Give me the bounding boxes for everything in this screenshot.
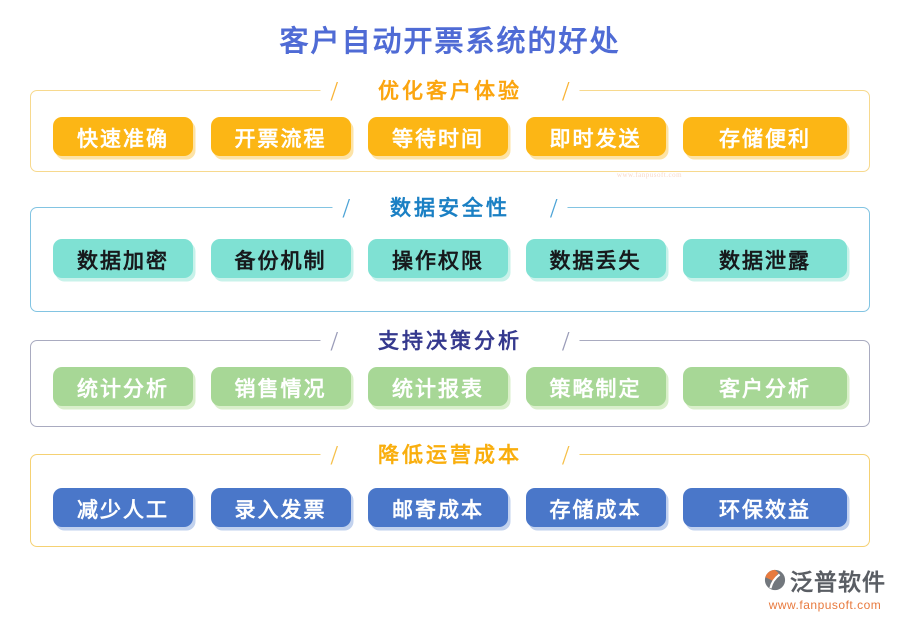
slash-right-decoration: / [550, 193, 558, 223]
benefit-button[interactable]: 存储便利 [683, 117, 847, 156]
sections-container: / 优化客户体验 / 快速准确 开票流程 等待时间 即时发送 存储便利 / 数据… [0, 75, 900, 547]
benefit-button[interactable]: 客户分析 [683, 367, 847, 406]
section-title: 数据安全性 [390, 196, 510, 220]
benefit-button[interactable]: 数据丢失 [525, 239, 666, 278]
slash-left-decoration: / [330, 326, 338, 356]
slash-left-decoration: / [342, 193, 350, 223]
slash-right-decoration: / [562, 326, 570, 356]
benefit-button[interactable]: 统计分析 [53, 367, 193, 406]
benefit-button[interactable]: 开票流程 [210, 117, 351, 156]
benefit-button[interactable]: 统计报表 [368, 367, 508, 406]
benefit-section-4: / 降低运营成本 / 减少人工 录入发票 邮寄成本 存储成本 环保效益 [30, 439, 870, 547]
section-title: 支持决策分析 [378, 329, 522, 353]
benefit-button[interactable]: 录入发票 [210, 488, 351, 527]
benefit-button[interactable]: 快速准确 [53, 117, 193, 156]
benefit-button[interactable]: 即时发送 [525, 117, 666, 156]
benefit-button[interactable]: 数据加密 [53, 239, 193, 278]
section-header: / 降低运营成本 / [320, 439, 580, 471]
page-title: 客户自动开票系统的好处 [279, 26, 621, 58]
benefit-button[interactable]: 操作权限 [368, 239, 508, 278]
benefit-button[interactable]: 邮寄成本 [368, 488, 508, 527]
benefit-section-3: / 支持决策分析 / 统计分析 销售情况 统计报表 策略制定 客户分析 [30, 325, 870, 427]
benefit-row: 减少人工 录入发票 邮寄成本 存储成本 环保效益 [31, 455, 869, 527]
benefit-section-2: / 数据安全性 / 数据加密 备份机制 操作权限 数据丢失 数据泄露 [30, 192, 870, 312]
benefit-button[interactable]: 减少人工 [53, 488, 193, 527]
section-header: / 支持决策分析 / [320, 325, 580, 357]
benefit-button[interactable]: 备份机制 [210, 239, 351, 278]
benefit-button[interactable]: 策略制定 [525, 367, 666, 406]
footer-brand-text: 泛普软件 [790, 570, 886, 595]
footer-logo: 泛普软件 www.fanpusoft.com [764, 563, 886, 612]
slash-right-decoration: / [562, 440, 570, 470]
benefit-button[interactable]: 数据泄露 [683, 239, 847, 278]
benefit-row: 数据加密 备份机制 操作权限 数据丢失 数据泄露 [31, 208, 869, 278]
page: 客户自动开票系统的好处 泛普软件 www.fanpusoft.com / 优化客… [0, 18, 900, 618]
benefit-button[interactable]: 等待时间 [368, 117, 508, 156]
slash-left-decoration: / [330, 440, 338, 470]
footer-url-text: www.fanpusoft.com [768, 598, 882, 612]
section-header: / 数据安全性 / [332, 192, 568, 224]
section-title: 优化客户体验 [378, 79, 522, 103]
section-header: / 优化客户体验 / [320, 75, 580, 107]
section-title: 降低运营成本 [378, 443, 522, 467]
benefit-button[interactable]: 环保效益 [683, 488, 847, 527]
benefit-button[interactable]: 销售情况 [210, 367, 351, 406]
footer-logo-icon [764, 569, 786, 591]
benefit-row: 统计分析 销售情况 统计报表 策略制定 客户分析 [31, 341, 869, 406]
benefit-row: 快速准确 开票流程 等待时间 即时发送 存储便利 [31, 91, 869, 156]
benefit-button[interactable]: 存储成本 [525, 488, 666, 527]
benefit-section-1: / 优化客户体验 / 快速准确 开票流程 等待时间 即时发送 存储便利 [30, 75, 870, 172]
slash-right-decoration: / [562, 76, 570, 106]
slash-left-decoration: / [330, 76, 338, 106]
